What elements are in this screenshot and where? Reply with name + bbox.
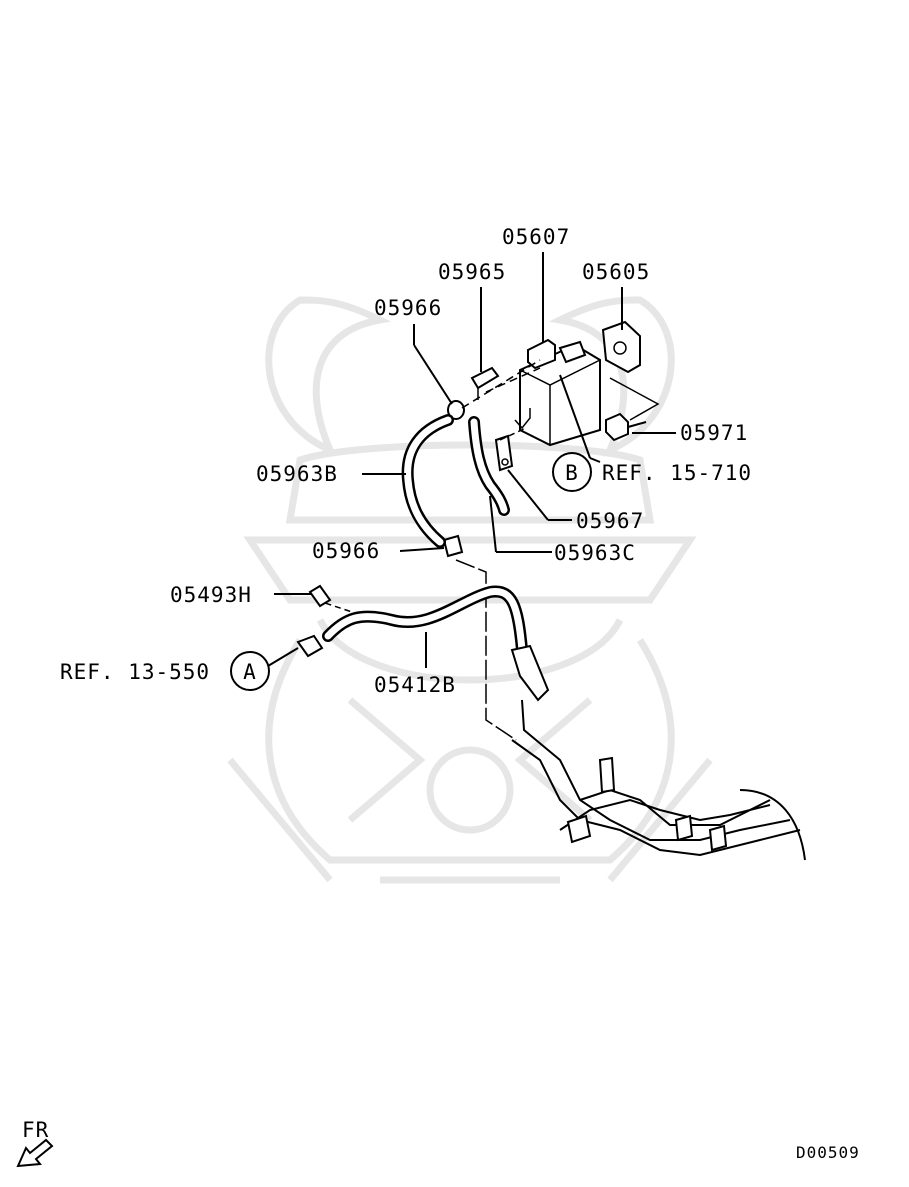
part-label-05971: 05971 [680, 421, 748, 445]
reference-marker-B: B [565, 461, 579, 485]
part-label-05605: 05605 [582, 260, 650, 284]
part-label-05966-lower: 05966 [312, 539, 380, 563]
clip-05965 [470, 366, 500, 400]
part-label-05966-upper: 05966 [374, 296, 442, 320]
clip-05967 [494, 434, 514, 472]
bolt-05971 [605, 377, 660, 442]
fuel-pipe-bundle [511, 699, 806, 861]
watermark-emblem [227, 296, 713, 884]
reference-B: B REF. 15-710 [552, 452, 752, 492]
canister-05607 [514, 338, 601, 447]
clamp-05966-upper [447, 400, 465, 420]
leader-lines [267, 252, 676, 668]
part-label-05963C: 05963C [554, 541, 636, 565]
front-label: FR [22, 1118, 49, 1142]
front-orientation: FR [16, 1118, 54, 1168]
part-label-05412B: 05412B [374, 673, 456, 697]
hose-05412B [296, 585, 550, 702]
reference-A: A REF. 13-550 [60, 651, 270, 691]
part-label-05963B: 05963B [256, 462, 338, 486]
front-arrow-icon [16, 1138, 54, 1168]
hose-05963B [401, 414, 454, 548]
guide-lines [315, 359, 541, 741]
part-label-05493H: 05493H [170, 583, 252, 607]
reference-text-B: REF. 15-710 [602, 461, 752, 485]
clip-05493H [308, 584, 332, 608]
part-label-05965: 05965 [438, 260, 506, 284]
bracket-05605 [601, 320, 641, 374]
hose-05963C [468, 416, 510, 516]
reference-marker-A: A [243, 660, 257, 684]
part-label-05607: 05607 [502, 225, 570, 249]
clamp-05966-lower [442, 534, 464, 558]
part-label-05967: 05967 [576, 509, 644, 533]
diagram-code: D00509 [796, 1143, 860, 1162]
reference-text-A: REF. 13-550 [60, 660, 210, 684]
